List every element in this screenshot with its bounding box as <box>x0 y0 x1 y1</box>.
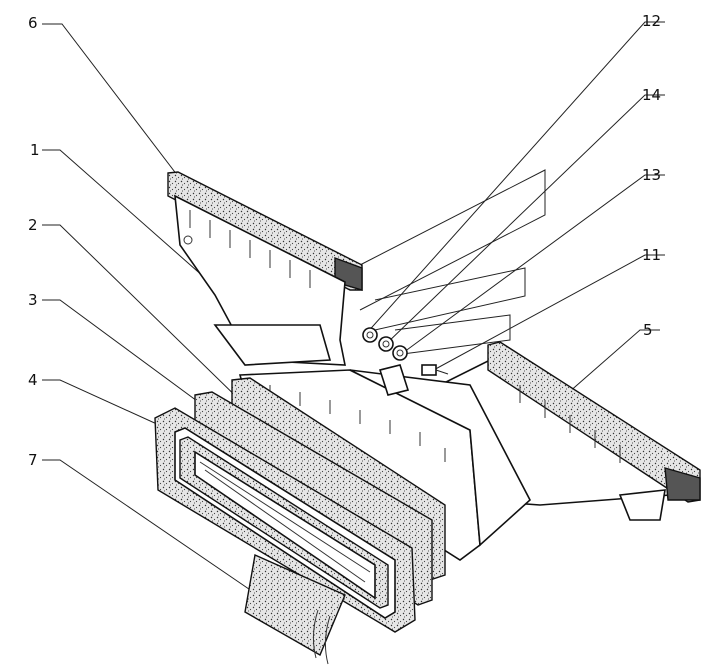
callout-3: 3 <box>28 291 38 309</box>
callout-6: 6 <box>28 14 38 32</box>
callout-14: 14 <box>642 86 661 104</box>
bolt-11 <box>421 364 449 376</box>
callout-11: 11 <box>642 246 661 264</box>
callout-2: 2 <box>28 216 38 234</box>
washer-12 <box>362 327 378 343</box>
callout-4: 4 <box>28 371 38 389</box>
lower-duct <box>244 553 346 665</box>
callout-12: 12 <box>642 12 661 30</box>
outer-frame <box>154 407 416 633</box>
callout-5: 5 <box>643 321 653 339</box>
callout-13: 13 <box>642 166 661 184</box>
callout-7: 7 <box>28 451 38 469</box>
callout-labels: 6 1 2 3 4 7 12 14 13 11 5 <box>28 12 661 469</box>
fasteners <box>362 327 449 376</box>
washer-14 <box>378 336 394 352</box>
callout-1: 1 <box>30 141 40 159</box>
upper-duct-flange <box>167 171 363 291</box>
leader-lines <box>42 21 665 601</box>
washer-13 <box>392 345 408 361</box>
upper-branch-duct <box>174 194 346 366</box>
